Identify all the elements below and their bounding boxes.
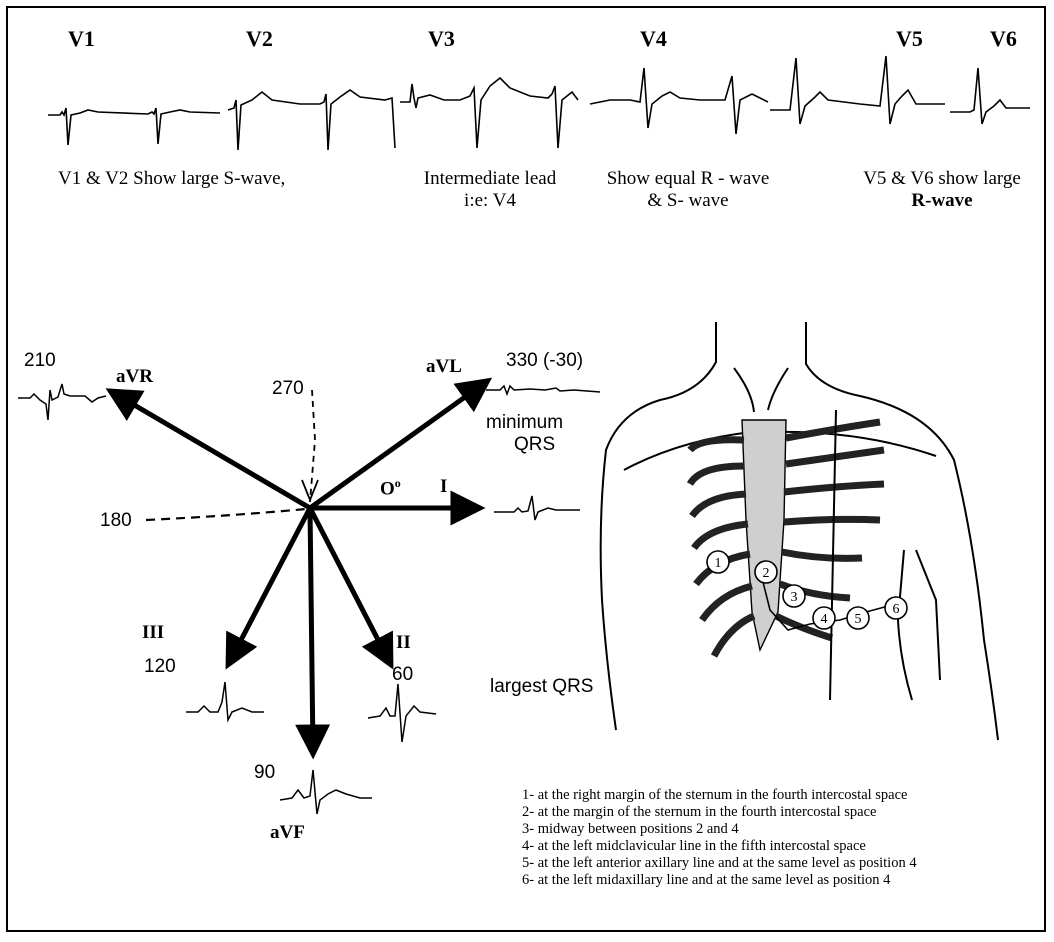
electrode-label-5: 5 [855, 612, 862, 627]
rib-left-7 [714, 616, 754, 656]
axis-label-120: 120 [144, 656, 176, 678]
lead-label-i: I [440, 476, 447, 498]
ecg-trace-v4 [590, 68, 768, 134]
axillary-line [898, 550, 912, 700]
rib-left-4 [694, 524, 748, 548]
ecg-trace-lead-ii [368, 684, 436, 742]
axis-label-0: Oo [380, 476, 401, 500]
rib-left-6 [702, 586, 752, 620]
axis-label-270: 270 [272, 378, 304, 400]
legend-item-6: 6- at the left midaxillary line and at t… [522, 872, 917, 889]
axis-label-180: 180 [100, 510, 132, 532]
inner-neck [734, 368, 754, 412]
electrode-label-4: 4 [821, 612, 828, 627]
dashed-axis-270 [310, 390, 315, 502]
lead-label-avl: aVL [426, 356, 462, 378]
electrode-label-3: 3 [791, 590, 798, 605]
legend-item-4: 4- at the left midclavicular line in the… [522, 838, 917, 855]
neck-right [806, 322, 998, 740]
rib-right-1 [786, 422, 880, 438]
ecg-trace-avf [280, 770, 372, 814]
axis-arrows [112, 382, 486, 752]
arrow-avr [112, 392, 310, 508]
dashed-axis-270-head [302, 480, 318, 500]
legend-item-1: 1- at the right margin of the sternum in… [522, 787, 917, 804]
rib-right-4 [784, 519, 880, 522]
ecg-trace-v2 [228, 90, 395, 150]
arrow-avf [310, 508, 313, 752]
neck-left [601, 322, 716, 730]
ecg-trace-v6 [950, 68, 1030, 124]
ecg-trace-avl [486, 386, 600, 394]
rib-left-2 [690, 466, 744, 484]
sternum-and-ribs [690, 410, 940, 700]
electrode-label-6: 6 [893, 602, 900, 617]
arrow-lead-ii [310, 508, 390, 663]
electrode-label-1: 1 [715, 556, 722, 571]
electrode-label-2: 2 [763, 566, 770, 581]
legend-item-2: 2- at the margin of the sternum in the f… [522, 804, 917, 821]
ecg-trace-v1 [48, 108, 220, 145]
ecg-trace-avr [18, 384, 106, 420]
precordial-ecg-strip [48, 56, 1030, 150]
arrow-lead-iii [229, 508, 310, 663]
ecg-trace-lead-iii [186, 682, 264, 720]
legend-item-5: 5- at the left anterior axillary line an… [522, 855, 917, 872]
ecg-trace-v5 [770, 56, 945, 124]
axillary-line-2 [916, 550, 940, 680]
largest-qrs-label: largest QRS [490, 676, 593, 698]
lead-label-ii: II [396, 632, 411, 654]
ecg-trace-v3 [400, 78, 578, 148]
lead-label-iii: III [142, 622, 164, 644]
axis-label-90: 90 [254, 762, 275, 784]
electrode-position-legend: 1- at the right margin of the sternum in… [522, 787, 917, 889]
lead-label-avr: aVR [116, 366, 153, 388]
lead-label-avf: aVF [270, 822, 305, 844]
axis-label-60: 60 [392, 664, 413, 686]
rib-left-1 [690, 440, 744, 450]
axis-label-330: 330 (-30) [506, 350, 583, 372]
rib-right-5 [782, 552, 862, 558]
legend-item-3: 3- midway between positions 2 and 4 [522, 821, 917, 838]
dashed-axis-180 [146, 509, 306, 520]
chest-illustration [601, 322, 998, 740]
axis-label-210: 210 [24, 350, 56, 372]
ecg-trace-lead-i [494, 496, 580, 520]
rib-left-3 [692, 494, 746, 516]
inner-neck-r [768, 368, 788, 410]
